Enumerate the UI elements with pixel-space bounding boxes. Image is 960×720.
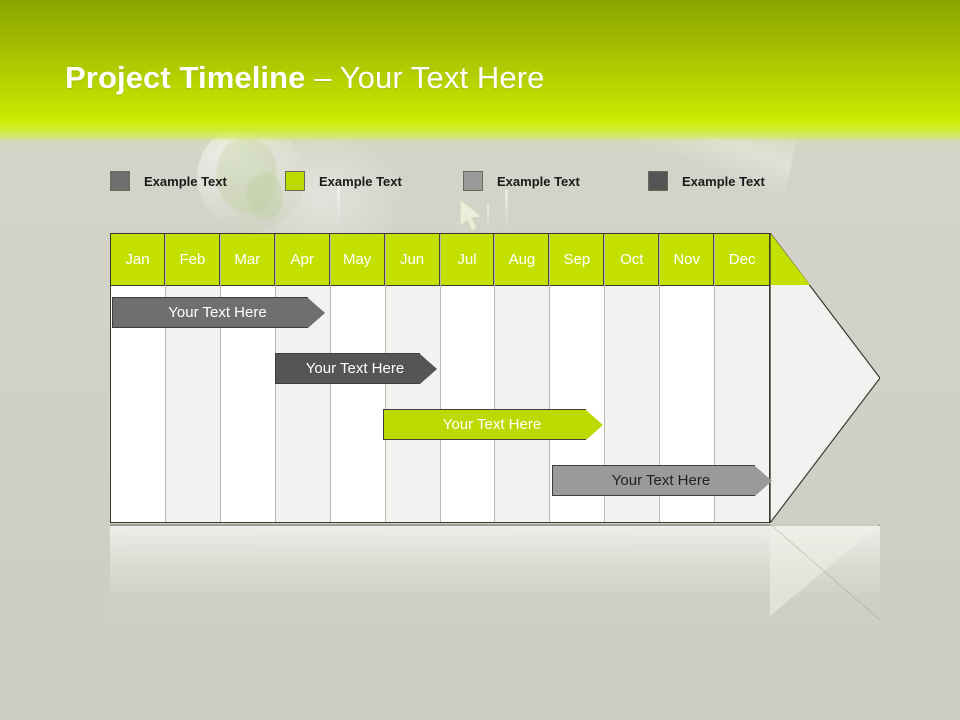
chart-reflection: [110, 524, 880, 622]
month-header-aug: Aug: [495, 234, 550, 286]
task-bar-2-arrow-icon: [420, 353, 437, 384]
task-bar-4-arrow-icon: [755, 465, 772, 496]
task-bar-3[interactable]: Your Text Here: [383, 409, 603, 440]
month-header-nov: Nov: [660, 234, 715, 286]
page-title-light: – Your Text Here: [305, 60, 545, 95]
legend-label-2: Example Text: [319, 173, 402, 189]
skyline-spire-icon: [487, 205, 489, 231]
legend-label-4: Example Text: [682, 173, 765, 189]
task-bar-2[interactable]: Your Text Here: [275, 353, 437, 384]
month-column-feb: Feb: [165, 234, 221, 522]
legend-item-3[interactable]: Example Text: [463, 168, 580, 194]
task-bar-1-label: Your Text Here: [168, 304, 267, 321]
task-bar-2-body: Your Text Here: [275, 353, 420, 384]
task-bar-1[interactable]: Your Text Here: [112, 297, 325, 328]
task-bar-4-body: Your Text Here: [552, 465, 755, 496]
legend-item-2[interactable]: Example Text: [285, 168, 402, 194]
chart-reflection-tip: [769, 523, 882, 621]
month-header-dec: Dec: [715, 234, 770, 286]
month-header-jan: Jan: [111, 234, 165, 286]
legend-label-3: Example Text: [497, 173, 580, 189]
task-bar-2-label: Your Text Here: [305, 360, 405, 377]
task-bar-3-body: Your Text Here: [383, 409, 586, 440]
task-bar-1-body: Your Text Here: [112, 297, 308, 328]
month-column-jul: Jul: [440, 234, 496, 522]
task-bar-4[interactable]: Your Text Here: [552, 465, 772, 496]
cursor-arrow-icon: [458, 197, 484, 232]
task-bar-3-arrow-icon: [586, 409, 603, 440]
month-header-mar: Mar: [220, 234, 275, 286]
page-title: Project Timeline – Your Text Here: [65, 60, 544, 96]
header-band: [0, 0, 960, 140]
task-bar-3-label: Your Text Here: [442, 416, 542, 433]
month-column-jan: Jan: [111, 234, 166, 522]
month-header-jun: Jun: [385, 234, 440, 286]
timeline-chart: Jan Feb Mar Apr May Jun Jul Aug: [110, 231, 881, 525]
month-header-apr: Apr: [275, 234, 330, 286]
legend-swatch-icon-2: [285, 171, 305, 191]
legend-label-1: Example Text: [144, 173, 227, 189]
legend-swatch-icon-3: [463, 171, 483, 191]
month-header-feb: Feb: [165, 234, 220, 286]
legend-item-4[interactable]: Example Text: [648, 168, 765, 194]
legend-swatch-icon-1: [110, 171, 130, 191]
legend: Example Text Example Text Example Text E…: [110, 168, 830, 194]
legend-swatch-icon-4: [648, 171, 668, 191]
legend-item-1[interactable]: Example Text: [110, 168, 227, 194]
task-bars-layer: Your Text Here Your Text Here Your Text …: [110, 233, 880, 523]
task-bar-4-label: Your Text Here: [611, 472, 711, 489]
month-header-sep: Sep: [550, 234, 605, 286]
month-header-jul: Jul: [440, 234, 495, 286]
month-column-aug: Aug: [495, 234, 551, 522]
month-header-oct: Oct: [605, 234, 660, 286]
month-header-may: May: [330, 234, 385, 286]
task-bar-1-arrow-icon: [308, 297, 325, 328]
page-title-bold: Project Timeline: [65, 60, 306, 95]
month-column-mar: Mar: [220, 234, 276, 522]
skyline-spire-icon: [505, 190, 508, 230]
